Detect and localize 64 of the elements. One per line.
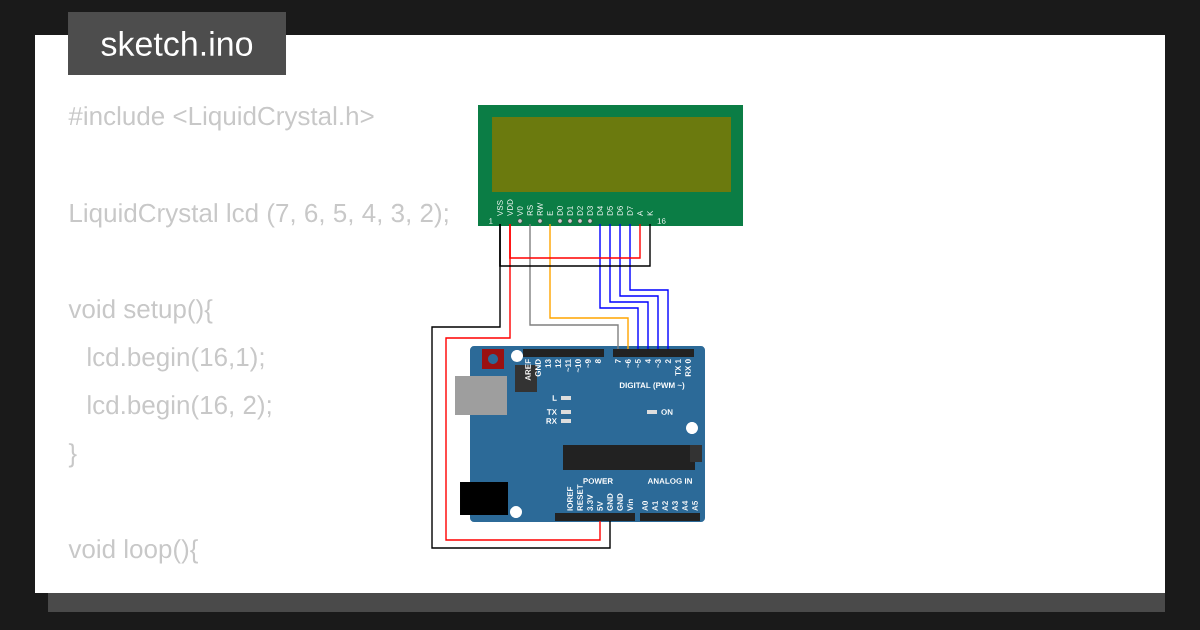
board-label: DIGITAL (PWM ~) bbox=[619, 382, 685, 390]
pin-label: D2 bbox=[577, 206, 583, 216]
pin-label: D7 bbox=[627, 206, 633, 216]
pin-label: A1 bbox=[652, 501, 658, 511]
wire bbox=[529, 223, 619, 350]
pin-label: D1 bbox=[567, 206, 573, 216]
pin-label: GND bbox=[607, 493, 613, 511]
pin-label: ~3 bbox=[655, 359, 661, 368]
pin-label: D0 bbox=[557, 206, 563, 216]
pin-label: V0 bbox=[517, 206, 523, 216]
pin-label: K bbox=[647, 210, 653, 216]
pin-label: 3.3V bbox=[587, 494, 593, 511]
board-label: ANALOG IN bbox=[647, 478, 692, 484]
wire bbox=[619, 223, 659, 350]
pin-label: D5 bbox=[607, 206, 613, 216]
pin-number: 1 bbox=[489, 218, 493, 224]
pin-label: A5 bbox=[692, 501, 698, 511]
pin-label: VSS bbox=[497, 200, 503, 216]
pin-label: A2 bbox=[662, 501, 668, 511]
board-label: L bbox=[552, 395, 557, 401]
pin-label: ~11 bbox=[565, 359, 571, 372]
pin-label: ~5 bbox=[635, 359, 641, 368]
wire bbox=[599, 223, 639, 350]
pin-label: AREF bbox=[525, 359, 531, 381]
pin-label: 13 bbox=[545, 359, 551, 368]
pin-label: GND bbox=[617, 493, 623, 511]
pin-label: ~6 bbox=[625, 359, 631, 368]
pin-label: D4 bbox=[597, 206, 603, 216]
file-tab: sketch.ino bbox=[68, 12, 286, 75]
board-label: POWER bbox=[583, 478, 613, 484]
pin-label: ~10 bbox=[575, 359, 581, 373]
pin-label: A0 bbox=[642, 501, 648, 511]
pin-label: RESET bbox=[577, 484, 583, 511]
wire bbox=[509, 223, 641, 259]
pin-label: E bbox=[547, 211, 553, 216]
pin-label: 5V bbox=[597, 501, 603, 511]
board-label: RX bbox=[546, 418, 557, 424]
pin-label: ~9 bbox=[585, 359, 591, 368]
board-label: TX bbox=[546, 409, 557, 415]
pin-label: GND bbox=[535, 359, 541, 377]
pin-label: 7 bbox=[615, 359, 621, 364]
pin-label: RX 0 bbox=[685, 359, 691, 377]
code-line: } bbox=[68, 443, 77, 468]
pin-label: D6 bbox=[617, 206, 623, 216]
board-label: ON bbox=[661, 409, 673, 415]
pin-number: 16 bbox=[657, 218, 666, 224]
wire bbox=[609, 223, 649, 350]
pin-label: 12 bbox=[555, 359, 561, 368]
pin-label: A3 bbox=[672, 501, 678, 511]
pin-label: RS bbox=[527, 205, 533, 216]
pin-label: Vin bbox=[627, 499, 633, 511]
pin-label: TX 1 bbox=[675, 359, 681, 376]
pin-label: A4 bbox=[682, 500, 688, 511]
pin-label: D3 bbox=[587, 206, 593, 216]
pin-label: 8 bbox=[595, 359, 601, 364]
pin-label: 4 bbox=[645, 359, 651, 364]
wire bbox=[629, 223, 669, 350]
wire bbox=[499, 223, 651, 267]
pin-label: 2 bbox=[665, 359, 671, 364]
pin-label: VDD bbox=[507, 199, 513, 216]
wire bbox=[549, 223, 629, 350]
pin-label: RW bbox=[537, 202, 543, 216]
pin-label: A bbox=[637, 210, 643, 216]
pin-label: IOREF bbox=[567, 486, 573, 511]
